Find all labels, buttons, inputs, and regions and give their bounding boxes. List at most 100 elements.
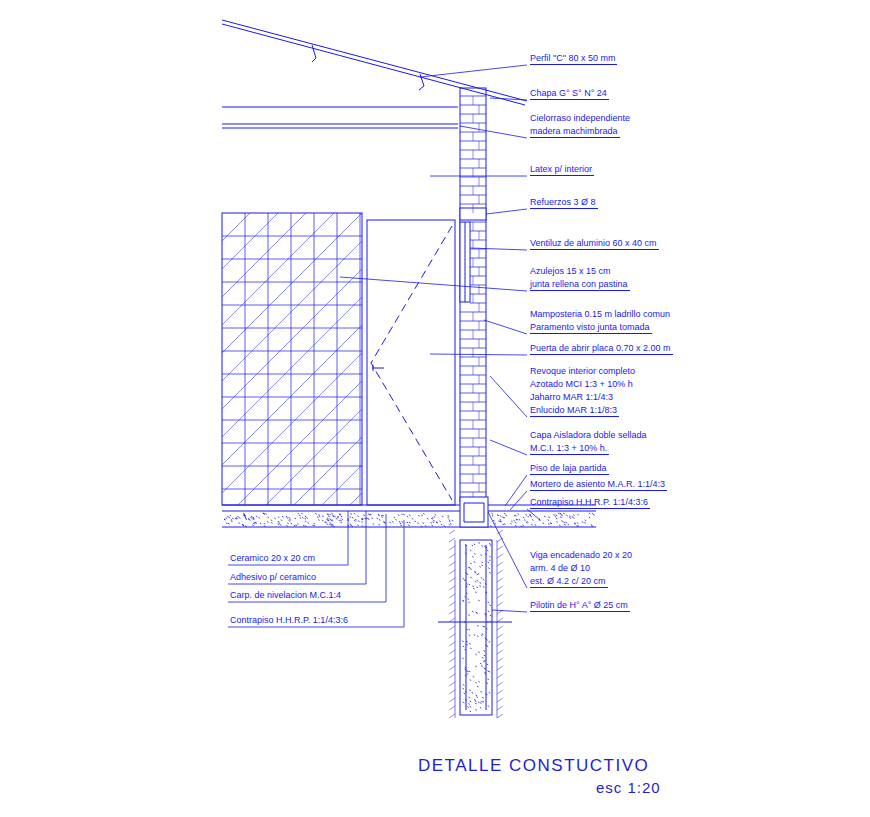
hatch-line — [271, 519, 273, 521]
hatch-line — [476, 586, 478, 588]
hatch-line — [469, 567, 471, 569]
hatch-line — [511, 521, 513, 523]
callout-label: junta rellena con pastina — [530, 279, 630, 291]
hatch-line — [524, 519, 526, 521]
hatch-line — [287, 522, 289, 524]
hatch-line — [400, 523, 402, 525]
hatch-line — [434, 516, 436, 518]
hatch-line — [473, 348, 474, 357]
tie-beam — [460, 497, 488, 527]
hatch-line — [287, 517, 289, 519]
hatch-line — [322, 515, 324, 517]
hatch-line — [470, 258, 486, 259]
hatch-line — [470, 267, 486, 268]
hatch-line — [460, 195, 486, 196]
hatch-line — [449, 594, 455, 598]
hatch-line — [222, 213, 334, 325]
hatch-line — [481, 561, 483, 563]
hatch-line — [519, 519, 521, 521]
hatch-line — [497, 562, 503, 566]
hatch-line — [470, 303, 486, 304]
hatch-line — [341, 516, 343, 518]
hatch-line — [470, 222, 486, 223]
hatch-line — [492, 610, 527, 612]
hatch-line — [460, 105, 486, 106]
hatch-line — [479, 375, 480, 384]
hatch-line — [467, 673, 469, 675]
hatch-line — [479, 393, 480, 402]
hatch-line — [423, 513, 425, 515]
hatch-line — [474, 571, 476, 573]
hatch-line — [404, 520, 405, 627]
hatch-line — [484, 655, 486, 657]
hatch-line — [572, 516, 574, 518]
hatch-line — [286, 525, 288, 527]
hatch-line — [560, 514, 562, 516]
hatch-line — [238, 381, 362, 505]
hatch-line — [491, 513, 493, 515]
hatch-line — [350, 516, 352, 518]
hatch-line — [497, 698, 503, 702]
hatch-line — [463, 702, 465, 704]
hatch-line — [328, 519, 330, 521]
hatch-line — [243, 514, 245, 516]
hatch-line — [449, 524, 451, 526]
hatch-line — [449, 586, 455, 590]
hatch-line — [301, 513, 303, 515]
hatch-line — [556, 521, 558, 523]
hatch-line — [531, 524, 533, 526]
hatch-line — [361, 519, 363, 521]
hatch-line — [472, 692, 474, 694]
hatch-line — [463, 684, 465, 686]
hatch-line — [318, 519, 320, 521]
hatch-line — [362, 525, 364, 527]
ground-edge — [455, 540, 497, 718]
hatch-line — [333, 516, 335, 518]
hatch-line — [593, 514, 595, 516]
hatch-line — [475, 703, 477, 705]
hatch-line — [357, 515, 359, 517]
hatch-line — [427, 518, 429, 520]
callout-label: Piso de laja partida — [530, 463, 609, 475]
hatch-line — [350, 493, 362, 505]
hatch-line — [477, 580, 479, 582]
hatch-line — [230, 515, 232, 517]
hatch-line — [243, 513, 245, 515]
hatch-line — [439, 521, 441, 523]
hatch-line — [563, 522, 565, 524]
hatch-line — [222, 325, 362, 465]
hatch-line — [574, 523, 576, 525]
hatch-line — [515, 525, 517, 527]
hatch-line — [431, 518, 433, 520]
hatch-line — [500, 520, 502, 522]
hatch-line — [530, 514, 532, 516]
hatch-line — [497, 594, 503, 598]
hatch-line — [497, 634, 503, 638]
hatch-line — [418, 515, 420, 517]
hatch-line — [479, 231, 480, 240]
callout-label: Chapa G° S° N° 24 — [530, 88, 609, 100]
hatch-line — [228, 627, 404, 628]
hatch-line — [502, 517, 504, 519]
hatch-line — [473, 240, 474, 249]
hatch-line — [251, 516, 253, 518]
callout-label: Puerta de abrir placa 0.70 x 2.00 m — [530, 343, 673, 355]
hatch-line — [525, 514, 527, 516]
hatch-line — [473, 96, 474, 105]
hatch-line — [373, 523, 375, 525]
hatch-line — [473, 330, 474, 339]
hatch-line — [342, 518, 344, 520]
hatch-line — [561, 520, 563, 522]
hatch-line — [476, 696, 478, 698]
hatch-line — [289, 517, 291, 519]
hatch-line — [228, 602, 386, 603]
hatch-line — [477, 625, 479, 627]
hatch-line — [475, 709, 477, 711]
hatch-line — [449, 690, 455, 694]
hatch-line — [462, 600, 464, 602]
hatch-line — [497, 626, 503, 630]
callout-label: Pilotin de H° A° Ø 25 cm — [530, 600, 630, 612]
hatch-line — [480, 663, 482, 665]
hatch-line — [489, 641, 491, 643]
leader-lines — [228, 65, 540, 627]
